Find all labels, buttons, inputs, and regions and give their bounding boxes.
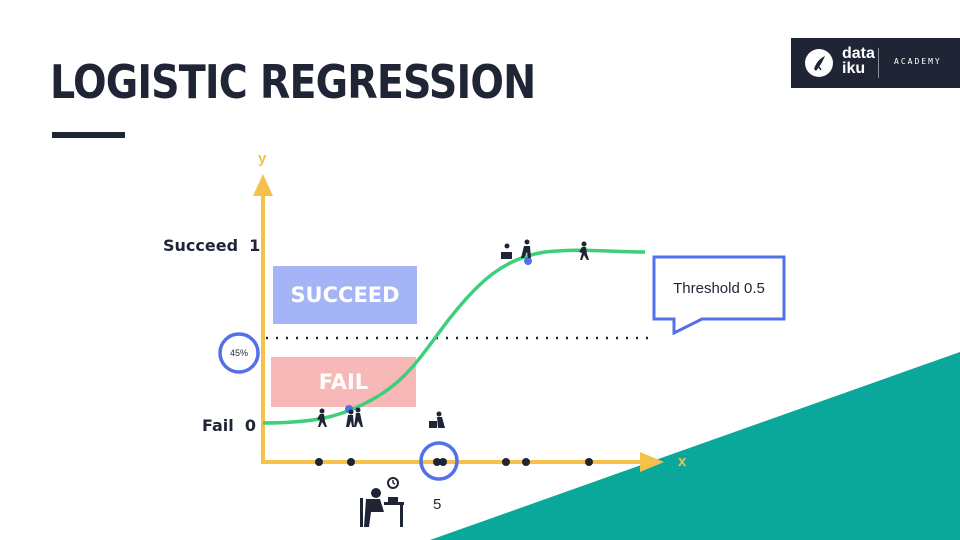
curve-point (524, 257, 532, 265)
people-dancing-icon (346, 407, 363, 427)
highlight-circle-x (419, 441, 459, 481)
data-point (585, 458, 593, 466)
data-point (502, 458, 510, 466)
person-walking-icon (317, 408, 327, 427)
logo-academy-text: ACADEMY (894, 57, 942, 66)
succeed-box-label: SUCCEED (290, 283, 400, 307)
logo-word-line1: data (842, 45, 875, 62)
x-axis-arrow (640, 452, 664, 472)
data-point (439, 458, 447, 466)
dataiku-academy-logo: data iku ACADEMY (791, 38, 960, 88)
y-axis-arrow (253, 174, 273, 196)
threshold-callout-text: Threshold 0.5 (673, 279, 765, 297)
person-at-desk-icon (360, 488, 404, 527)
y-value-label: 45% (229, 348, 248, 358)
page-title: LOGISTIC REGRESSION (50, 55, 536, 109)
person-walking-icon (579, 241, 589, 260)
fail-box (271, 357, 416, 407)
people-dancing-icon (429, 411, 445, 428)
data-point (347, 458, 355, 466)
threshold-callout (652, 255, 786, 335)
alarm-clock-icon (387, 477, 399, 489)
succeed-box (273, 266, 417, 324)
x-value-label: 5 (433, 496, 441, 513)
bird-icon (805, 49, 833, 77)
succeed-label: Succeed 1 (163, 236, 260, 255)
highlight-circle-y (218, 332, 260, 374)
logo-divider (878, 48, 879, 78)
x-axis-label: x (678, 453, 687, 470)
data-point (433, 458, 441, 466)
data-point (522, 458, 530, 466)
data-point (315, 458, 323, 466)
logo-word-line2: iku (842, 60, 866, 77)
title-underline (52, 132, 125, 138)
fail-box-label: FAIL (318, 370, 369, 394)
logo-wordmark: data iku (842, 45, 875, 77)
people-dancing-icon (501, 239, 531, 259)
y-axis-label: y (258, 150, 267, 167)
fail-label: Fail 0 (202, 416, 256, 435)
